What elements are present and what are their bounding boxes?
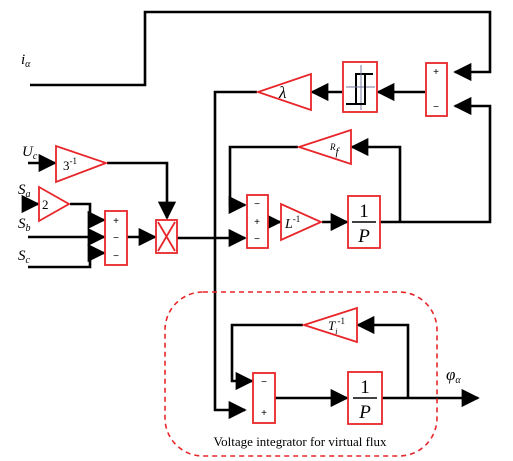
gain-3inv (55, 144, 109, 184)
gain-2-label: 2 (42, 197, 49, 212)
rf-gain (296, 128, 352, 166)
wire-rf-out (228, 145, 298, 215)
wire-ti-in (356, 315, 410, 398)
integrator-numerator: 1 (359, 201, 369, 222)
flux-summing-junction (252, 372, 276, 424)
linv-gain (280, 202, 324, 242)
top-sum-minus: − (433, 102, 439, 113)
sa-label: Sa (18, 182, 31, 200)
top-summing-junction (425, 62, 448, 117)
wire-gain2-to-sum (70, 202, 106, 230)
wire-lambda-to-bus (213, 90, 257, 420)
wire-rf-in (350, 137, 402, 222)
flux-sum-plus: + (261, 408, 267, 419)
mid-sum-plus: + (254, 217, 260, 228)
wire-ti-out (230, 323, 303, 391)
sc-label: Sc (18, 248, 31, 266)
linv-label: L-1 (284, 214, 300, 232)
wires (21, 10, 492, 420)
gain-3inv-label: 3-1 (63, 156, 77, 173)
sb-label: Sb (18, 216, 31, 234)
ti-label: Ti-1 (328, 316, 345, 336)
uc-label: Uc (22, 144, 38, 162)
mid-sum-minus-1: − (254, 199, 260, 210)
gain-2 (38, 185, 71, 223)
wire-i-feedback (380, 96, 492, 224)
flux-sum-minus: − (261, 377, 267, 388)
rf-label: Rf (329, 142, 341, 158)
left-sum-minus-2: − (113, 251, 119, 262)
top-sum-plus: + (433, 67, 439, 78)
flux-integrator-denominator: P (358, 402, 371, 423)
wire-ialpha (30, 10, 492, 87)
left-summing-junction (104, 210, 128, 266)
switch-cross-icon (157, 221, 176, 252)
middle-summing-junction (246, 194, 269, 249)
wire-sc (28, 243, 106, 269)
lambda-gain (255, 72, 312, 112)
ialpha-label: iα (21, 52, 31, 70)
voltage-integrator-group (164, 291, 438, 457)
lambda-label: λ (278, 83, 286, 102)
left-sum-plus: + (113, 216, 119, 227)
left-sum-minus-1: − (113, 233, 119, 244)
wire-3inv-to-switch (107, 161, 177, 220)
integrator-denominator: P (357, 226, 370, 247)
flux-integrator-numerator: 1 (360, 377, 370, 398)
mid-sum-minus-2: − (254, 234, 260, 245)
group-caption: Voltage integrator for virtual flux (213, 434, 387, 449)
phi-alpha-label: φα (446, 365, 461, 386)
hysteresis-curve-icon (346, 65, 375, 110)
ti-gain (301, 306, 358, 344)
